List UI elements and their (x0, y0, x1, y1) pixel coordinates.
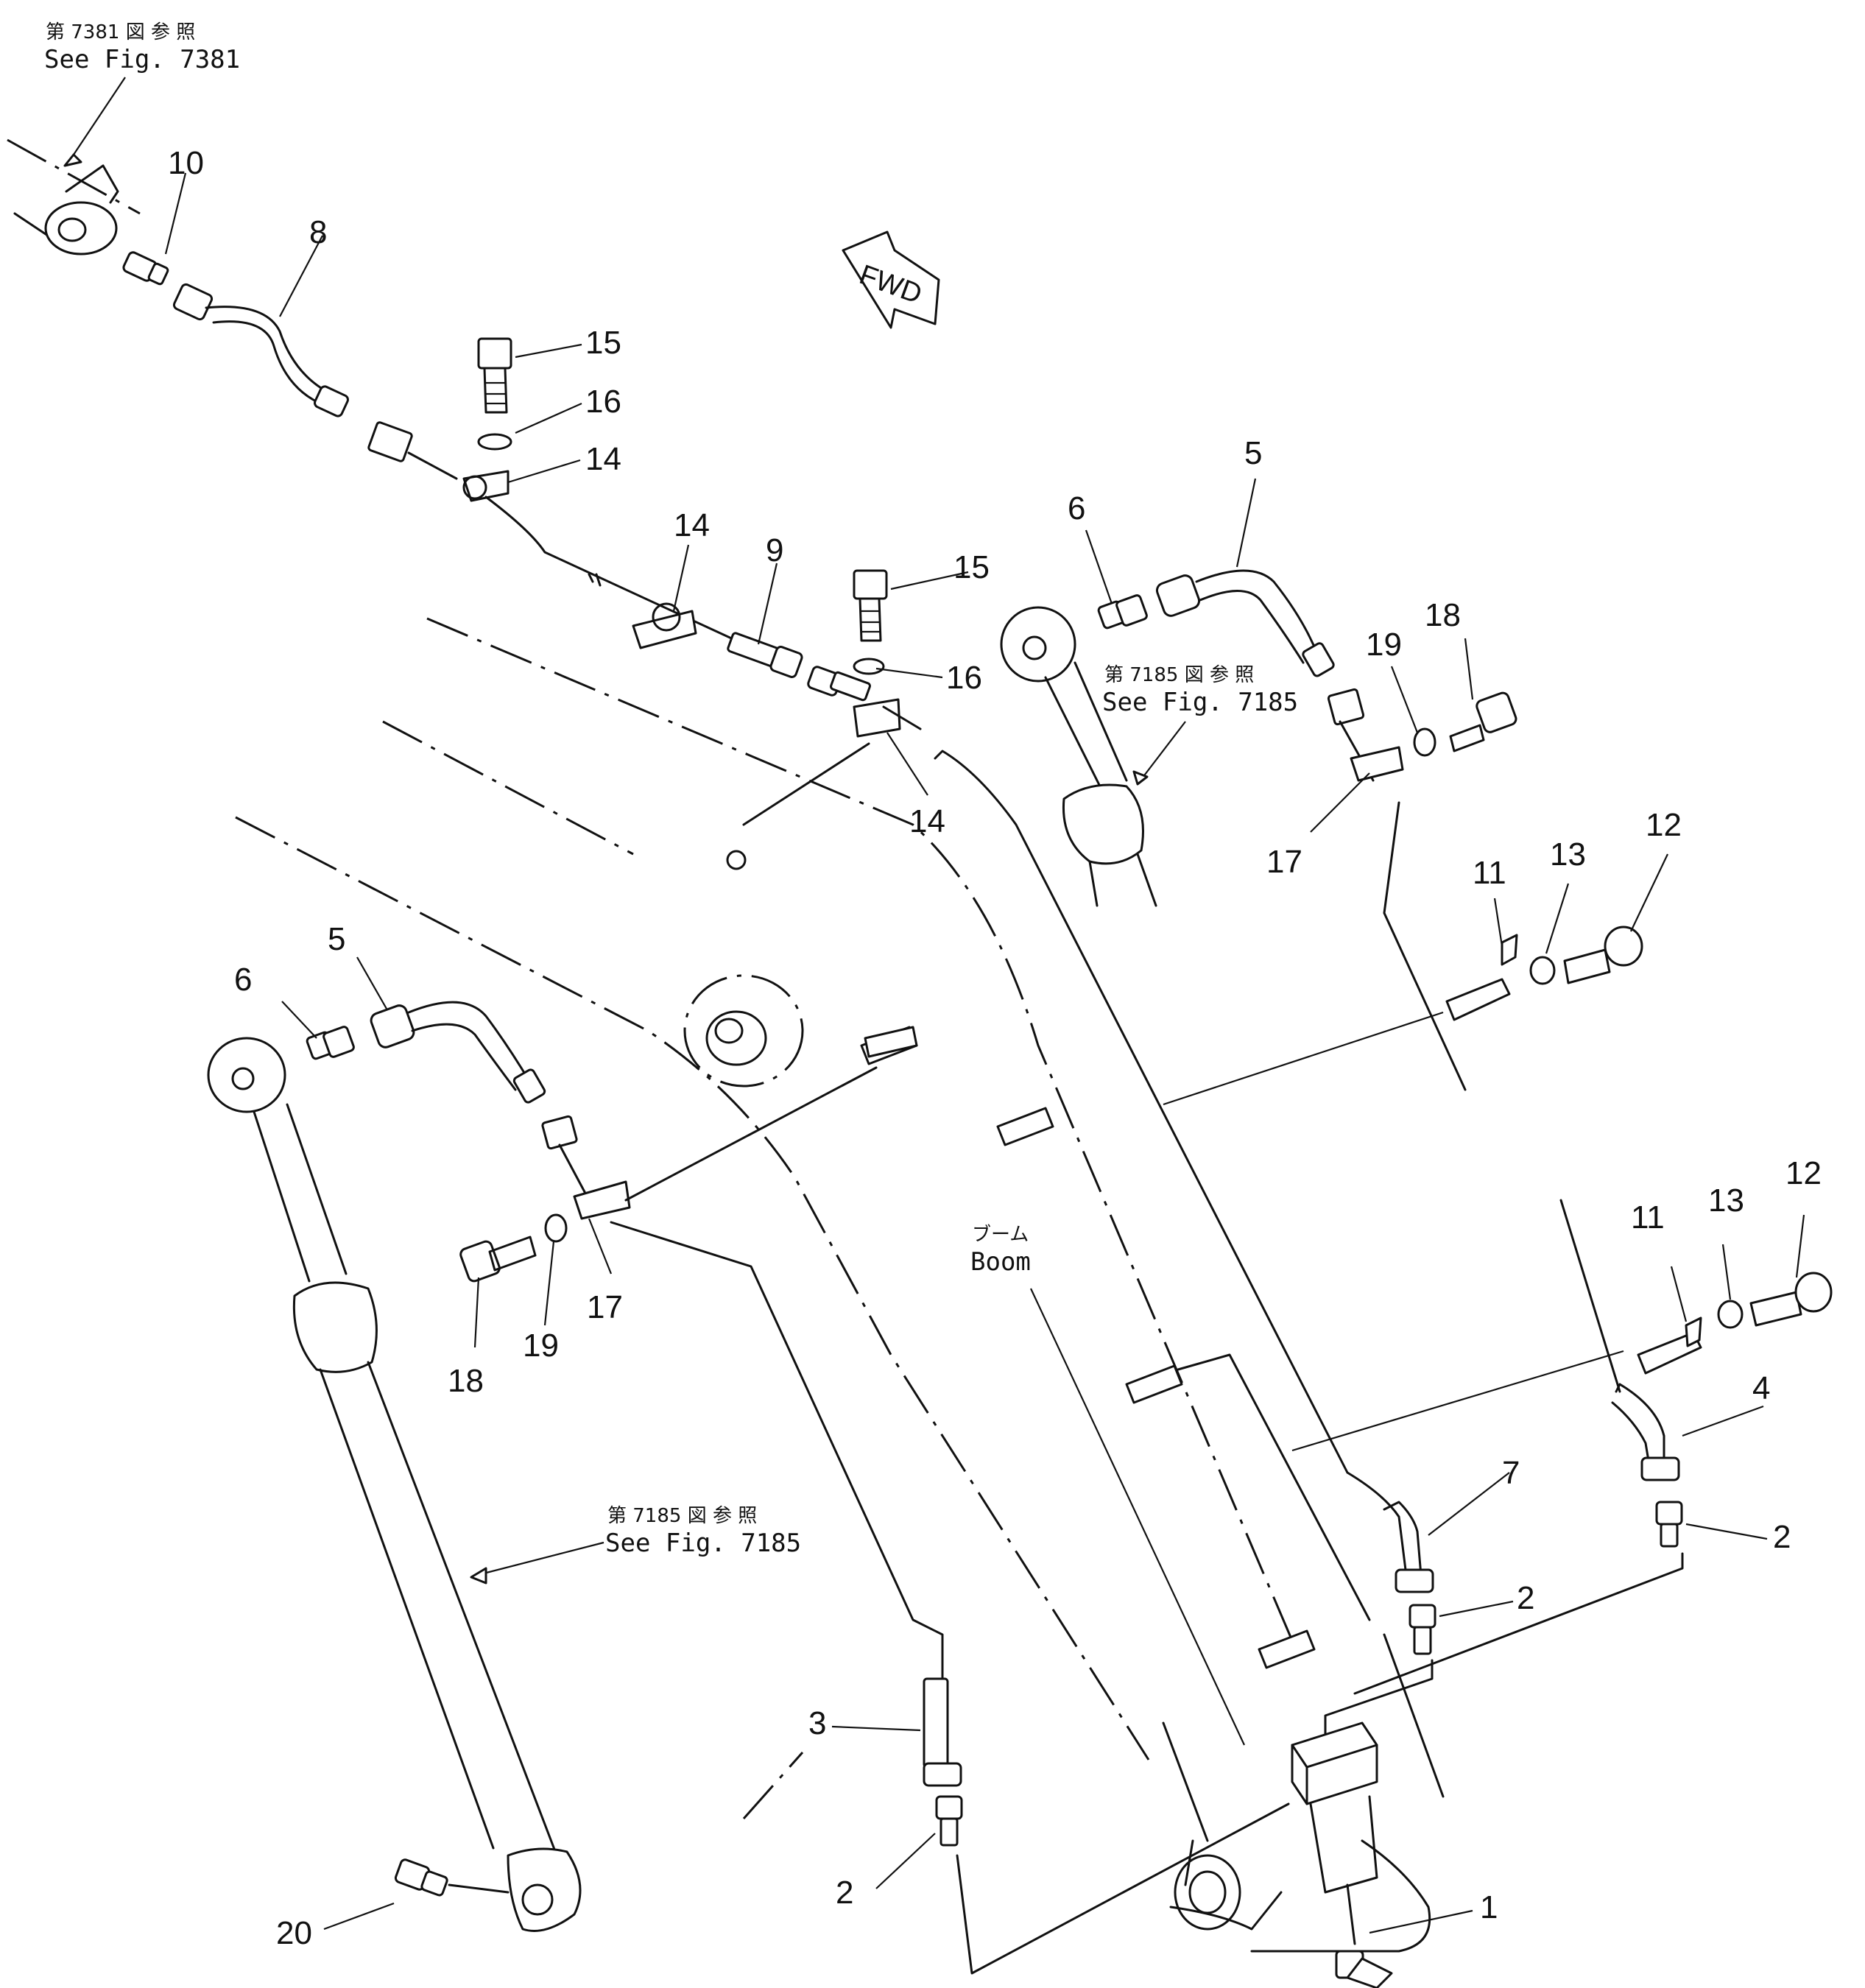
pipe-line-top (484, 496, 738, 642)
callout-14: 14 (585, 441, 621, 477)
fitting-6-lower (306, 1026, 355, 1060)
fwd-arrow: FWD (842, 230, 940, 329)
clip-boom-4 (1258, 1629, 1316, 1669)
callout-11: 11 (1631, 1199, 1665, 1236)
swivel-block (1291, 1721, 1378, 1945)
callout-2: 2 (1517, 1580, 1534, 1616)
callout-18: 18 (1425, 597, 1461, 633)
callout-13: 13 (1708, 1182, 1744, 1219)
fig7185-lower-reference-jp: 第 7185 図 参 照 (607, 1505, 757, 1527)
callout-12: 12 (1785, 1155, 1822, 1191)
callout-7: 7 (1502, 1455, 1520, 1491)
callout-14: 14 (674, 507, 710, 543)
fig7381-reference-en: See Fig. 7381 (44, 45, 240, 74)
callout-11: 11 (1473, 855, 1506, 891)
clamp-14-lower (726, 698, 922, 870)
fig7185-lower-reference-en: See Fig. 7185 (605, 1529, 801, 1558)
pipe-3 (923, 1677, 962, 1787)
cylinder-lower-left (207, 1037, 582, 1932)
callout-labels: 10 8 15 16 14 14 9 15 16 14 6 5 19 18 17… (168, 145, 1822, 1951)
fitting-2-left (935, 1795, 1290, 1975)
valve-block-top-left (7, 138, 141, 255)
callout-2: 2 (1773, 1519, 1791, 1555)
callout-6: 6 (234, 962, 252, 998)
clamp-11-lower (1637, 1316, 1702, 1375)
clamp-11-upper (1163, 934, 1518, 1106)
callout-19: 19 (1366, 627, 1402, 663)
fig7185-upper-reference-jp: 第 7185 図 参 照 (1104, 664, 1254, 686)
callout-9: 9 (766, 532, 783, 568)
callout-15: 15 (585, 325, 621, 361)
fitting-2-right (1353, 1501, 1684, 1695)
bolt-12-lower (1717, 1272, 1833, 1329)
callout-15: 15 (953, 549, 990, 585)
pipe-4 (1291, 1199, 1680, 1481)
bolt-15-mid (853, 569, 888, 675)
tee-fitting (367, 421, 458, 480)
bolt-18-upper (1413, 691, 1517, 757)
callout-19: 19 (523, 1328, 559, 1364)
fig7381-reference-jp: 第 7381 図 参 照 (46, 21, 195, 43)
fitting-2-mid (1324, 1604, 1436, 1746)
bolt-12-upper (1529, 926, 1643, 985)
callout-16: 16 (946, 660, 982, 696)
clamp-14-top (462, 470, 510, 502)
fig7185-upper-reference: 第 7185 図 参 照 See Fig. 7185 (1102, 664, 1298, 786)
fig7185-upper-reference-en: See Fig. 7185 (1102, 688, 1298, 717)
hose-5-lower (370, 1001, 546, 1104)
pipe-bracket-17-lower (541, 1026, 944, 1680)
grease-fitting-20 (394, 1858, 510, 1897)
clamp-14-middle (632, 602, 697, 649)
boom-outline (235, 617, 1445, 1953)
boom-label: ブーム Boom (970, 1224, 1245, 1746)
callout-17: 17 (1266, 844, 1302, 880)
hose-8 (172, 283, 349, 417)
callout-18: 18 (448, 1363, 484, 1399)
callout-10: 10 (168, 145, 204, 181)
callout-14: 14 (909, 803, 945, 839)
pipe-top-to-boom (934, 750, 1349, 1474)
callout-2: 2 (836, 1875, 853, 1911)
callout-8: 8 (309, 214, 327, 250)
hose-5-upper (1155, 569, 1335, 677)
callout-6: 6 (1068, 490, 1085, 526)
pipe-9 (727, 632, 803, 678)
boom-label-en: Boom (970, 1247, 1031, 1277)
callout-3: 3 (808, 1705, 826, 1741)
callout-5: 5 (1244, 435, 1262, 471)
bolt-18-lower (459, 1213, 568, 1283)
pipe-7 (1346, 1471, 1434, 1593)
callout-20: 20 (276, 1915, 312, 1951)
fig7185-lower-reference: 第 7185 図 参 照 See Fig. 7185 (470, 1505, 801, 1585)
fitting-1 (1335, 1950, 1393, 1988)
pipe-bracket-17-upper (1327, 688, 1467, 1091)
callout-16: 16 (585, 384, 621, 420)
fitting-mid (807, 666, 871, 702)
callout-12: 12 (1646, 807, 1682, 843)
fitting-10 (122, 251, 169, 286)
boom-pin-hole (683, 974, 804, 1088)
clip-boom-1 (996, 1107, 1054, 1146)
fig7381-reference: 第 7381 図 参 照 See Fig. 7381 (44, 21, 240, 167)
callout-5: 5 (328, 921, 345, 957)
boom-label-jp: ブーム (972, 1224, 1029, 1246)
callout-13: 13 (1550, 836, 1586, 873)
callout-1: 1 (1480, 1889, 1498, 1925)
fitting-6-upper (1097, 594, 1148, 630)
callout-leaders (164, 172, 1805, 1934)
bolt-15-top (477, 337, 512, 451)
cylinder-upper-right (1000, 606, 1157, 907)
callout-17: 17 (587, 1289, 623, 1325)
callout-4: 4 (1752, 1370, 1770, 1406)
clip-boom-3 (1125, 1353, 1371, 1621)
